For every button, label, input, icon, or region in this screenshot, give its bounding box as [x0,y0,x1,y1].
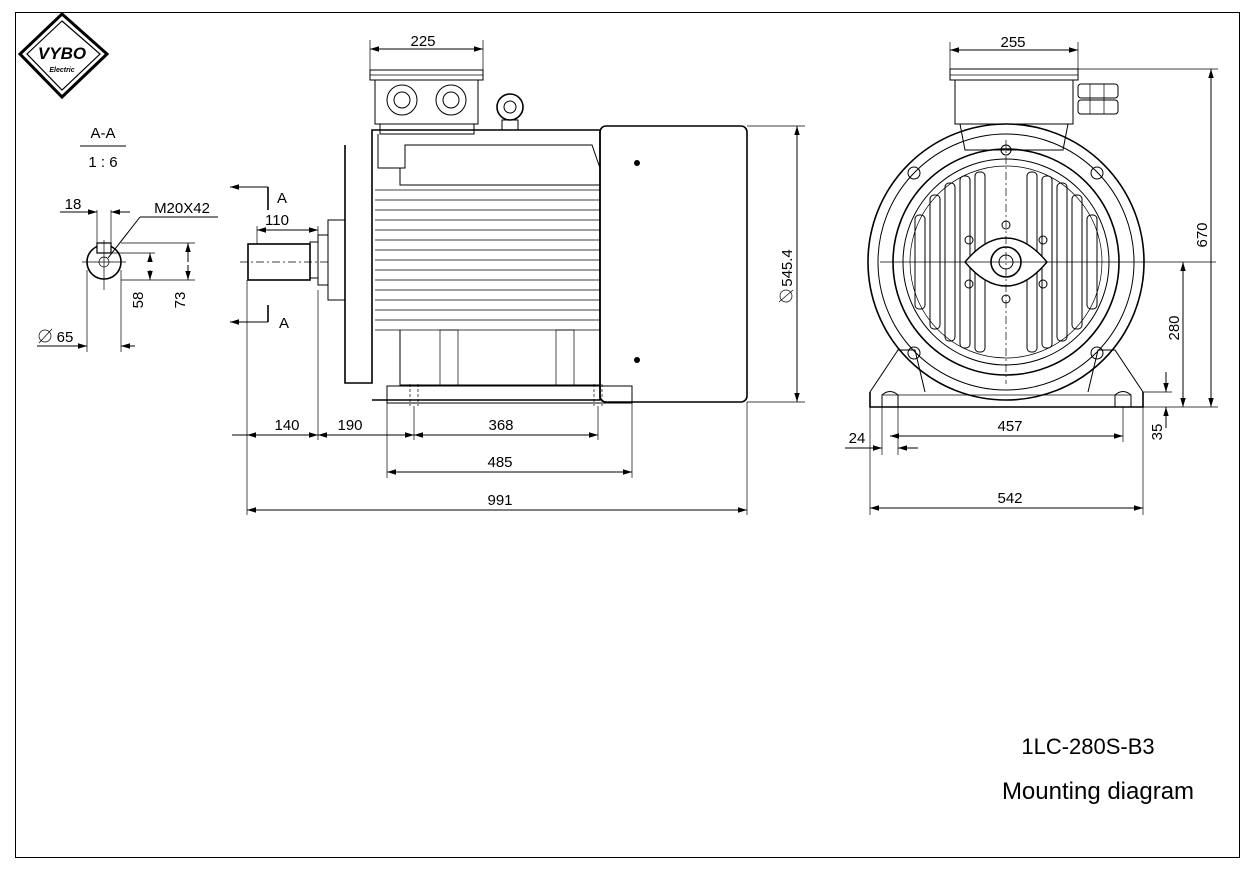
vybo-logo: VYBO Electric [17,11,110,100]
dim-58: 58 [130,292,147,309]
end-view: 255 670 280 35 24 457 542 [845,34,1218,515]
section-a-a: A-A 1 : 6 18 M20X42 58 73 65 [37,125,218,352]
dim-diameter-545: 545.4 [779,249,796,287]
model-number: 1LC-280S-B3 [1021,734,1154,759]
dim-35: 35 [1149,424,1166,441]
dim-485: 485 [487,454,512,471]
dim-255: 255 [1000,34,1025,51]
section-mark-bottom: A [279,315,289,332]
dim-280: 280 [1166,315,1183,340]
dim-110: 110 [265,212,289,229]
dim-190: 190 [337,417,362,434]
dim-140: 140 [274,417,299,434]
dim-225: 225 [410,33,435,50]
section-name: A-A [90,125,115,142]
dim-670: 670 [1194,222,1211,247]
drawing-frame [15,12,1240,858]
dim-key-width: 18 [65,196,82,213]
dim-991: 991 [487,492,512,509]
dim-73: 73 [172,292,189,309]
section-scale: 1 : 6 [88,154,117,171]
section-mark-top: A [277,190,287,207]
dim-542: 542 [997,490,1022,507]
dim-24: 24 [849,430,866,447]
dim-368: 368 [488,417,513,434]
logo-brand: VYBO [38,44,86,63]
diagram-caption: Mounting diagram [1002,778,1194,805]
dim-457: 457 [997,418,1022,435]
dim-diameter-65: 65 [57,329,74,346]
side-view: A A 110 225 545.4 140 [230,33,805,515]
dim-thread: M20X42 [154,200,210,217]
title-block: 1LC-280S-B3 Mounting diagram [1002,734,1194,805]
logo-sub: Electric [49,67,74,74]
